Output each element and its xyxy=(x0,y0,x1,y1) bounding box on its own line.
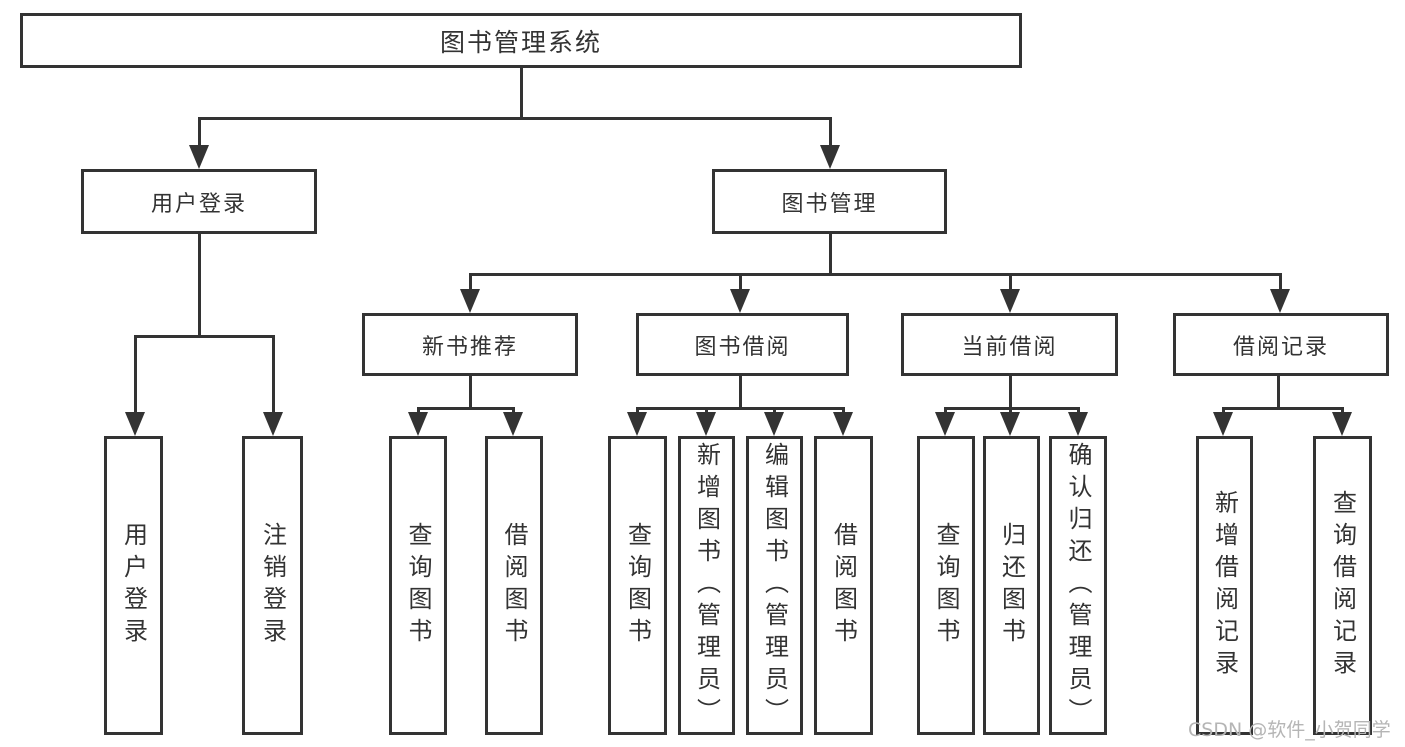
arrowhead-cb-confirm-icon xyxy=(1068,412,1088,436)
node-nb-borrow-books-label: 借阅图书 xyxy=(500,521,528,650)
arrowhead-new-book-icon xyxy=(460,289,480,313)
node-leaf-logout-label: 注销登录 xyxy=(258,521,287,650)
node-cb-query-books-label: 查询图书 xyxy=(932,521,960,650)
connector-borrow-records-stem xyxy=(1277,376,1280,409)
node-user-login-label: 用户登录 xyxy=(150,191,247,217)
arrowhead-bb-query-icon xyxy=(627,412,647,436)
node-borrow-records: 借阅记录 xyxy=(1173,313,1389,376)
arrowhead-user-login-icon xyxy=(189,145,209,169)
connector-book-mgmt-branch xyxy=(469,273,1282,276)
node-new-book: 新书推荐 xyxy=(362,313,578,376)
node-current-borrow-label: 当前借阅 xyxy=(961,334,1058,360)
node-bb-edit-books: 编辑图书（管理员） xyxy=(746,436,803,735)
node-book-mgmt-label: 图书管理 xyxy=(781,191,878,217)
node-leaf-user-login-label: 用户登录 xyxy=(119,521,148,650)
connector-current-borrow-stem xyxy=(1009,376,1012,409)
node-br-query-record-label: 查询借阅记录 xyxy=(1328,489,1357,682)
arrowhead-bb-add-icon xyxy=(696,412,716,436)
connector-user-login-branch xyxy=(134,335,275,338)
node-new-book-label: 新书推荐 xyxy=(421,334,518,360)
node-root-label: 图书管理系统 xyxy=(439,27,602,57)
connector-user-login-stem xyxy=(198,233,201,337)
connector-new-book-stem xyxy=(469,376,472,409)
arrowhead-leaf-logout-icon xyxy=(263,412,283,436)
arrowhead-bb-edit-icon xyxy=(764,412,784,436)
arrowhead-nb-query-icon xyxy=(408,412,428,436)
node-book-borrow-label: 图书借阅 xyxy=(694,334,791,360)
node-bb-borrow-books: 借阅图书 xyxy=(814,436,873,735)
node-leaf-user-login: 用户登录 xyxy=(104,436,163,735)
node-root: 图书管理系统 xyxy=(20,13,1022,68)
node-cb-confirm-return-label: 确认归还（管理员） xyxy=(1064,441,1092,730)
node-book-borrow: 图书借阅 xyxy=(636,313,849,376)
arrowhead-cb-query-icon xyxy=(935,412,955,436)
node-bb-add-books: 新增图书（管理员） xyxy=(678,436,735,735)
node-user-login: 用户登录 xyxy=(81,169,317,234)
node-cb-return-books-label: 归还图书 xyxy=(997,521,1026,650)
node-leaf-logout: 注销登录 xyxy=(242,436,303,735)
arrowhead-nb-borrow-icon xyxy=(503,412,523,436)
arrowhead-book-borrow-icon xyxy=(730,289,750,313)
connector-root-stem xyxy=(520,68,523,118)
connector-stem-current-borrow xyxy=(1009,273,1012,293)
arrowhead-book-mgmt-icon xyxy=(820,145,840,169)
connector-stem-leaf-logout xyxy=(272,335,275,415)
connector-book-mgmt-stem xyxy=(829,234,832,275)
node-book-mgmt: 图书管理 xyxy=(712,169,947,234)
connector-stem-user-login xyxy=(198,117,201,149)
connector-stem-borrow-records xyxy=(1279,273,1282,293)
node-borrow-records-label: 借阅记录 xyxy=(1232,334,1329,360)
connector-new-book-branch xyxy=(417,407,515,410)
connector-stem-new-book xyxy=(469,273,472,293)
node-cb-return-books: 归还图书 xyxy=(983,436,1040,735)
arrowhead-br-query-icon xyxy=(1332,412,1352,436)
connector-stem-leaf-user-login xyxy=(134,335,137,415)
node-bb-borrow-books-label: 借阅图书 xyxy=(829,521,858,650)
node-current-borrow: 当前借阅 xyxy=(901,313,1118,376)
arrowhead-bb-borrow-icon xyxy=(833,412,853,436)
node-cb-confirm-return: 确认归还（管理员） xyxy=(1049,436,1107,735)
node-nb-borrow-books: 借阅图书 xyxy=(485,436,543,735)
node-bb-query-books: 查询图书 xyxy=(608,436,667,735)
node-br-add-record-label: 新增借阅记录 xyxy=(1210,489,1239,682)
node-bb-add-books-label: 新增图书（管理员） xyxy=(692,441,721,730)
node-bb-edit-books-label: 编辑图书（管理员） xyxy=(760,441,789,730)
node-br-query-record: 查询借阅记录 xyxy=(1313,436,1372,735)
arrowhead-cb-return-icon xyxy=(1000,412,1020,436)
connector-root-branch xyxy=(198,117,832,120)
connector-borrow-records-branch xyxy=(1222,407,1343,410)
arrowhead-br-add-icon xyxy=(1213,412,1233,436)
connector-book-borrow-branch xyxy=(636,407,844,410)
arrowhead-current-borrow-icon xyxy=(1000,289,1020,313)
connector-stem-book-borrow xyxy=(739,273,742,293)
arrowhead-leaf-user-login-icon xyxy=(125,412,145,436)
node-bb-query-books-label: 查询图书 xyxy=(623,521,652,650)
csdn-watermark: CSDN @软件_小贺同学 xyxy=(1188,719,1391,741)
node-cb-query-books: 查询图书 xyxy=(917,436,975,735)
connector-book-borrow-stem xyxy=(739,376,742,409)
connector-stem-book-mgmt xyxy=(829,117,832,149)
node-br-add-record: 新增借阅记录 xyxy=(1196,436,1253,735)
node-nb-query-books: 查询图书 xyxy=(389,436,447,735)
node-nb-query-books-label: 查询图书 xyxy=(404,521,432,650)
arrowhead-borrow-records-icon xyxy=(1270,289,1290,313)
